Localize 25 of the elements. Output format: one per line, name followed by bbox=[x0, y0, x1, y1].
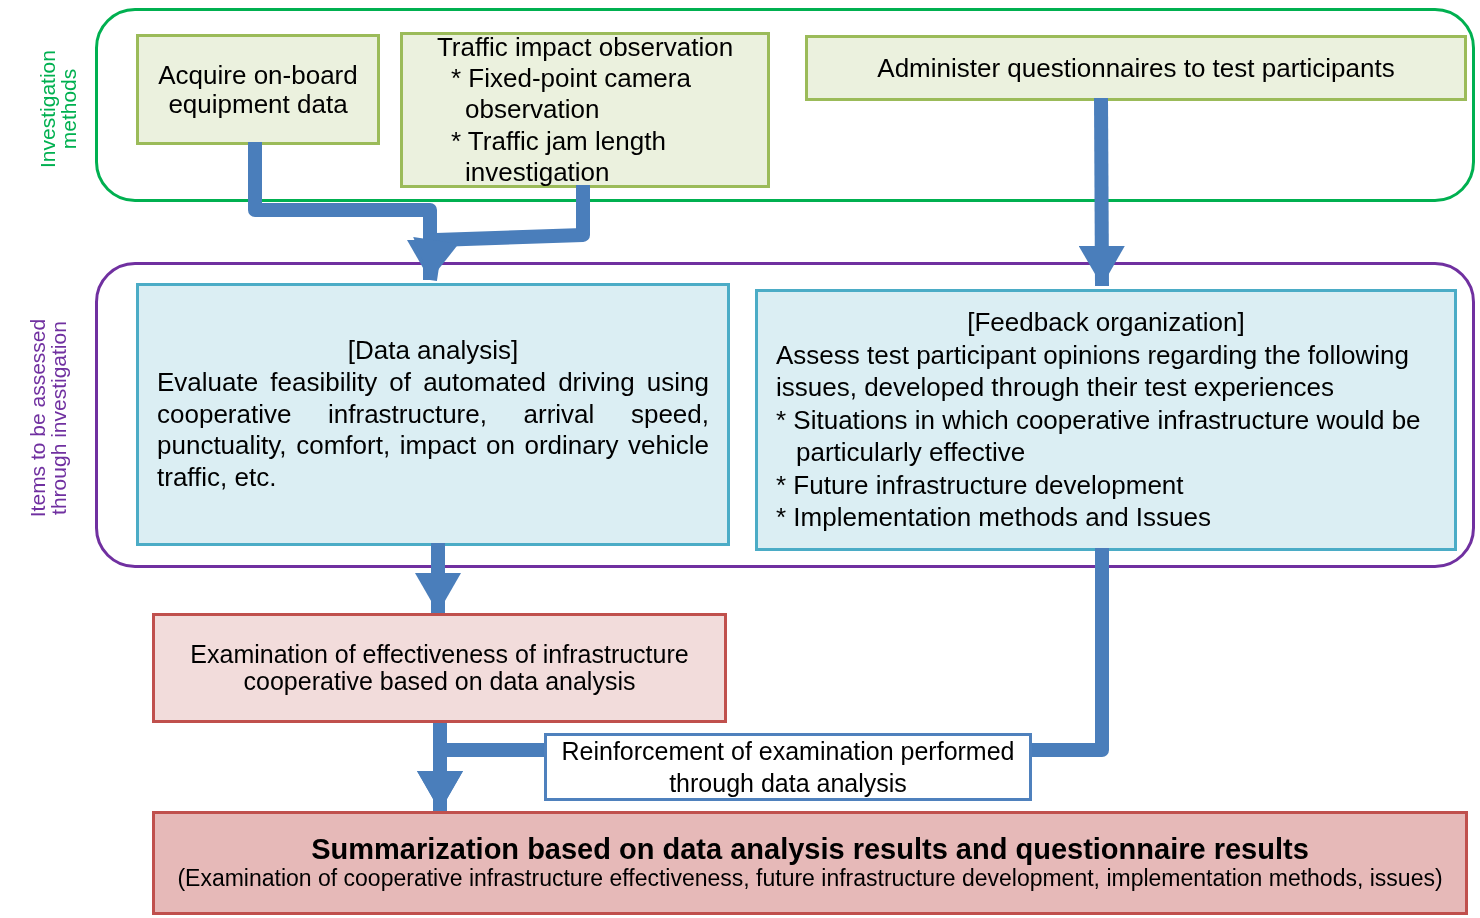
box-text: Examination of effectiveness of infrastructure cooperative based on data analysis bbox=[189, 640, 690, 696]
box-text: * Implementation methods and Issues bbox=[775, 501, 1213, 534]
box-text: Administer questionnaires to test participants bbox=[876, 53, 1396, 83]
box-heading: [Feedback organization] bbox=[966, 306, 1246, 339]
group-label: Items to be assessed through investigation bbox=[27, 317, 69, 520]
box-text: * Fixed-point camera observation bbox=[450, 63, 692, 126]
box-heading: Summarization based on data analysis results and questionnaire results bbox=[310, 834, 1310, 867]
box-text: * Future infrastructure development bbox=[775, 468, 1185, 502]
box-text: Evaluate feasibility of automated driving using cooperative infrastructure, arrival speed, punctuality, comfort, impact on ordinary vehicle traffic, etc. bbox=[156, 366, 710, 495]
box-text: Acquire on-board equipment data bbox=[157, 60, 359, 119]
process-box bbox=[152, 613, 727, 723]
summary-box bbox=[152, 811, 1468, 915]
process-box bbox=[136, 34, 380, 145]
process-box bbox=[136, 283, 730, 546]
process-box bbox=[400, 32, 770, 188]
box-text: (Examination of cooperative infrastructure effectiveness, future infrastructure development, implementation methods, issues) bbox=[176, 866, 1444, 892]
box-heading: [Data analysis] bbox=[346, 334, 520, 367]
box-text: Assess test participant opinions regarding the following issues, developed through their test experiences bbox=[775, 338, 1411, 404]
box-text: Reinforcement of examination performed through data analysis bbox=[560, 735, 1016, 799]
box-text: * Traffic jam length investigation bbox=[450, 125, 667, 188]
process-box bbox=[755, 289, 1457, 551]
box-heading: Traffic impact observation bbox=[435, 32, 735, 64]
box-text: * Situations in which cooperative infrastructure would be particularly effective bbox=[775, 403, 1422, 469]
process-box bbox=[805, 35, 1467, 101]
group-label: Investigation methods bbox=[37, 49, 79, 170]
